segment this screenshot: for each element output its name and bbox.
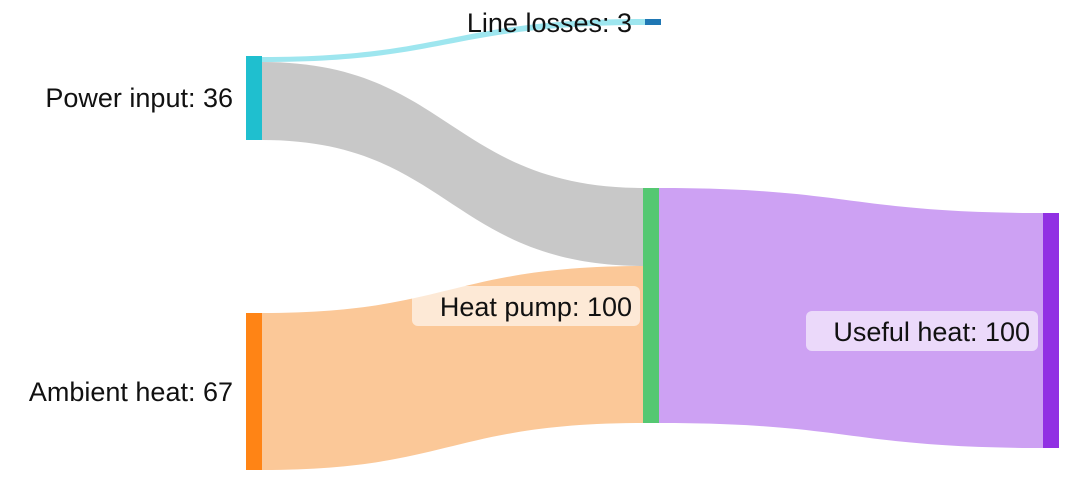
heat-pump-label-background xyxy=(412,286,640,326)
link-power-input-to-heat-pump xyxy=(262,62,645,266)
heat-pump-label: Heat pump: 100 xyxy=(440,292,632,322)
node-line-losses xyxy=(645,19,661,25)
node-ambient-heat xyxy=(246,313,262,470)
ambient-heat-label: Ambient heat: 67 xyxy=(29,377,233,407)
link-power-input-to-line-losses xyxy=(262,19,645,62)
power-input-label: Power input: 36 xyxy=(45,83,233,113)
node-power-input xyxy=(246,56,262,140)
line-losses-label: Line losses: 3 xyxy=(467,8,632,38)
node-useful-heat xyxy=(1043,213,1059,448)
useful-heat-label: Useful heat: 100 xyxy=(833,317,1030,347)
useful-heat-label-background xyxy=(806,311,1038,351)
node-heat-pump xyxy=(643,188,659,423)
